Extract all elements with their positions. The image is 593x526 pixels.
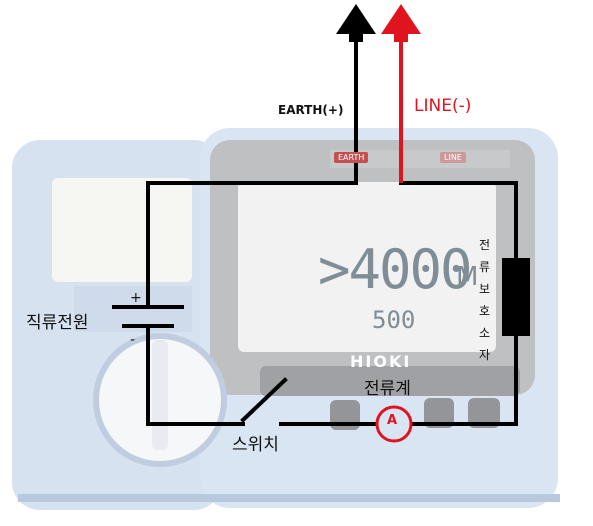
protector-label-char: 류: [479, 260, 491, 274]
switch-label: 스위치: [232, 435, 279, 455]
protector-label-char: 전: [479, 238, 491, 252]
left-window: [52, 178, 192, 282]
battery-minus-label: -: [130, 332, 136, 348]
knob-pointer: [152, 340, 168, 450]
front-button-3: [468, 398, 500, 428]
line-label: LINE(-): [414, 96, 472, 116]
protector-label-char: 자: [479, 348, 491, 362]
current-protector: [502, 258, 530, 336]
wire-right-bottom: [410, 334, 518, 426]
meter-lcd: [238, 182, 496, 352]
ammeter-letter: A: [387, 413, 398, 428]
meter-unit: M: [456, 262, 479, 292]
earth-terminal-badge: EARTH: [334, 152, 369, 163]
meter-device: [12, 128, 560, 510]
meter-brand: HIOKI: [350, 352, 412, 371]
battery-plus-label: +: [130, 290, 142, 306]
switch-blade: [240, 377, 288, 423]
meter-bottom-bar: [260, 366, 520, 396]
line-arrow: [381, 4, 421, 42]
wiring: [112, 36, 518, 426]
line-terminal-badge: LINE: [440, 152, 466, 163]
front-button-2: [424, 398, 454, 428]
wire-switch-return: [146, 324, 245, 426]
protector-label-char: 보: [479, 282, 491, 296]
protector-label-char: 소: [479, 326, 491, 340]
wire-top-right: [399, 181, 518, 260]
earth-label: EARTH(+): [278, 103, 344, 117]
meter-reading: >4000: [318, 238, 473, 301]
protector-label-char: 호: [479, 304, 491, 318]
meter-voltage: 500: [372, 306, 416, 334]
ammeter-symbol: [375, 405, 413, 443]
dc-source-label: 직류전원: [26, 313, 89, 333]
ammeter-label: 전류계: [364, 379, 411, 399]
earth-arrow: [336, 4, 376, 42]
